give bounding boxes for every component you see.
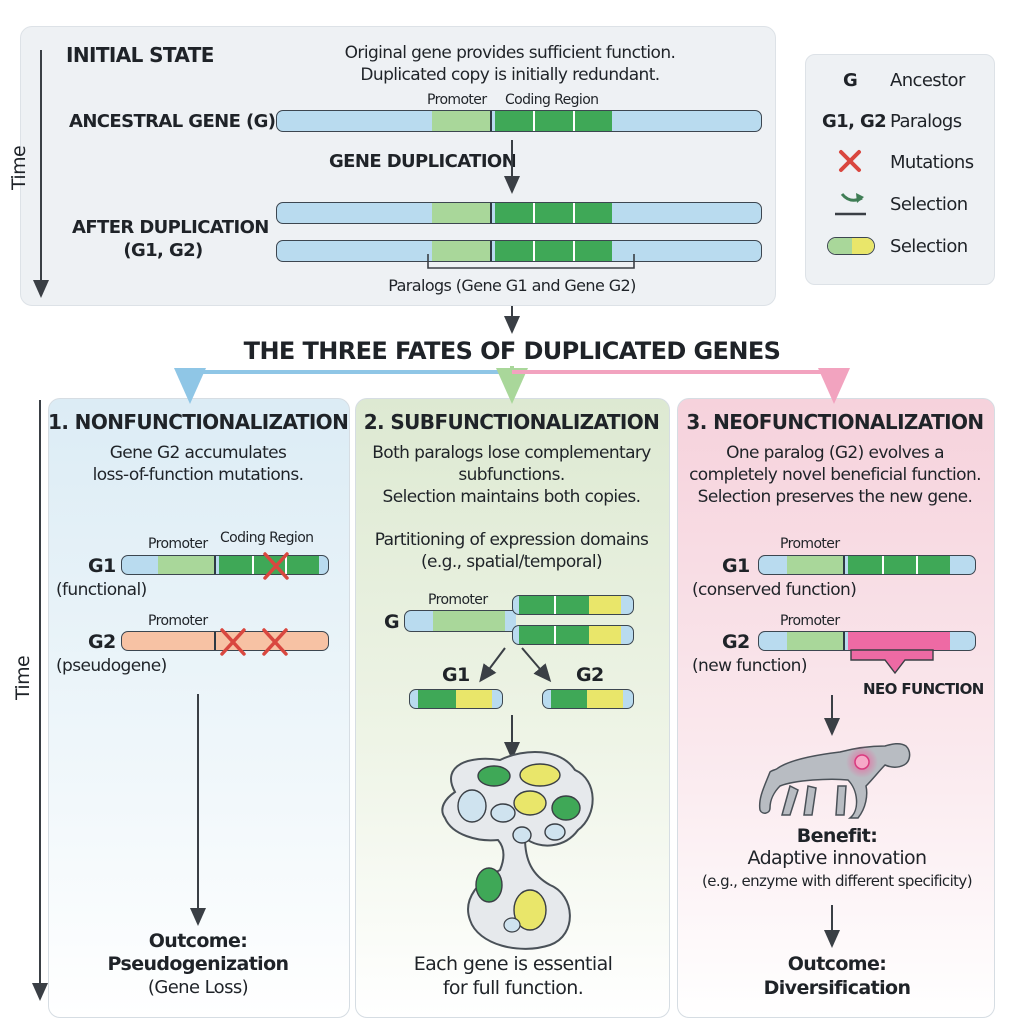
fate3-g2-bar [758, 631, 976, 651]
fate2-branch-lower-bar [512, 625, 634, 645]
branch-line-pink [512, 368, 850, 404]
ancestral-gene-label: ANCESTRAL GENE (G) [69, 111, 276, 132]
legend-label-selection-capsule: Selection [890, 236, 968, 257]
fate2-split-arrow-right [521, 647, 552, 683]
fate3-g1-sub: (conserved function) [692, 580, 857, 600]
fate1-g2-mutation-icon-2 [262, 628, 288, 656]
fate1-g2-label: G2 [88, 631, 116, 653]
expression-domains-illustration [441, 751, 594, 950]
paralog-g1-bar [276, 202, 762, 224]
paralog-g2-bar [276, 240, 762, 262]
main-title: THE THREE FATES OF DUPLICATED GENES [243, 337, 781, 365]
fate1-desc-line2: loss-of-function mutations. [92, 465, 304, 485]
fate2-desc-line1: Both paralogs lose complementary [372, 443, 651, 463]
fate2-footer-line1: Each gene is essential [413, 953, 613, 975]
fate1-g1-label: G1 [88, 555, 116, 577]
gene-capsule-icon [827, 237, 875, 255]
fate2-desc-line3: Selection maintains both copies. [382, 487, 641, 507]
fate3-title: 3. NEOFUNCTIONALIZATION [686, 410, 984, 434]
fate1-title: 1. NONFUNCTIONALIZATION [48, 410, 349, 434]
fate1-desc-line1: Gene G2 accumulates [109, 443, 287, 463]
fate3-g2-label: G2 [722, 631, 750, 653]
after-duplication-label: AFTER DUPLICATION [72, 217, 269, 238]
fate1-g2-sub: (pseudogene) [56, 656, 167, 676]
gene-duplication-label: GENE DUPLICATION [329, 151, 517, 172]
fate2-g-promoter-bar [404, 610, 516, 632]
fate3-g2-sub: (new function) [692, 656, 807, 676]
paralogs-bracket [427, 254, 635, 269]
legend-symbol-paralogs: G1, G2 [822, 111, 887, 132]
legend-label-ancestor: Ancestor [890, 70, 965, 91]
fate3-outcome-label: Outcome: [787, 953, 887, 975]
fate3-promoter-label-2: Promoter [780, 613, 840, 629]
fate3-g1-bar [758, 555, 976, 575]
fate3-promoter-label: Promoter [780, 536, 840, 552]
fate2-g2-bar [542, 689, 634, 709]
fate1-g1-sub: (functional) [56, 580, 147, 600]
fate2-split-arrow-left [479, 647, 506, 683]
fate1-g2-mutation-icon-1 [220, 628, 246, 656]
fate2-footer-line2: for full function. [442, 977, 584, 999]
legend-label-paralogs: Paralogs [890, 111, 962, 132]
fate2-partition-line2: (e.g., spatial/temporal) [420, 552, 603, 572]
neo-function-bracket [850, 649, 934, 675]
fate1-outcome-label: Outcome: [148, 930, 248, 952]
fate2-g2-label: G2 [576, 664, 604, 686]
legend-label-selection: Selection [890, 194, 968, 215]
promoter-label-top: Promoter [427, 92, 487, 108]
fate3-outcome-value: Diversification [763, 977, 911, 999]
selection-arrow-icon [835, 193, 866, 216]
neo-function-label: NEO FUNCTION [863, 680, 984, 698]
fate2-g1-label: G1 [442, 664, 470, 686]
initial-note-line1: Original gene provides sufficient functi… [344, 43, 676, 63]
fate3-desc-line2: completely novel beneficial function. [689, 465, 981, 485]
fate2-g-label: G [384, 611, 400, 633]
fate1-outcome-note: (Gene Loss) [147, 977, 249, 998]
fate3-g1-label: G1 [722, 555, 750, 577]
fate3-benefit-note: (e.g., enzyme with different specificity… [702, 872, 973, 890]
animal-silhouette-icon [758, 742, 911, 819]
fate1-promoter-label: Promoter [148, 536, 208, 552]
after-duplication-sub: (G1, G2) [123, 240, 203, 261]
coding-region-label-top: Coding Region [505, 92, 599, 108]
legend-symbol-ancestor: G [843, 70, 858, 91]
fate2-promoter-label: Promoter [428, 592, 488, 608]
fate3-benefit-value: Adaptive innovation [747, 847, 928, 869]
fate1-coding-label: Coding Region [220, 530, 314, 546]
fate3-desc-line3: Selection preserves the new gene. [697, 487, 973, 507]
fate3-benefit-label: Benefit: [796, 825, 878, 847]
ancestral-gene-bar [276, 110, 762, 132]
fate2-branch-upper-bar [512, 595, 634, 615]
branch-line-blue [174, 368, 512, 404]
legend-label-mutations: Mutations [890, 152, 974, 173]
initial-note-line2: Duplicated copy is initially redundant. [360, 65, 660, 85]
fate1-outcome-value: Pseudogenization [107, 953, 290, 975]
fate2-g1-bar [409, 689, 503, 709]
fate1-g1-mutation-icon [263, 552, 289, 580]
fate1-promoter-label-2: Promoter [148, 613, 208, 629]
initial-state-title: INITIAL STATE [66, 43, 214, 67]
neofunctionalization-panel [677, 398, 995, 1018]
fate2-title: 2. SUBFUNCTIONALIZATION [363, 410, 660, 434]
fate3-desc-line1: One paralog (G2) evolves a [726, 443, 944, 463]
fate2-desc-line2: subfunctions. [458, 465, 565, 485]
fate2-partition-line1: Partitioning of expression domains [374, 530, 649, 550]
paralogs-caption: Paralogs (Gene G1 and Gene G2) [388, 276, 636, 295]
fate1-g1-bar [121, 555, 329, 575]
red-x-icon [839, 150, 861, 172]
